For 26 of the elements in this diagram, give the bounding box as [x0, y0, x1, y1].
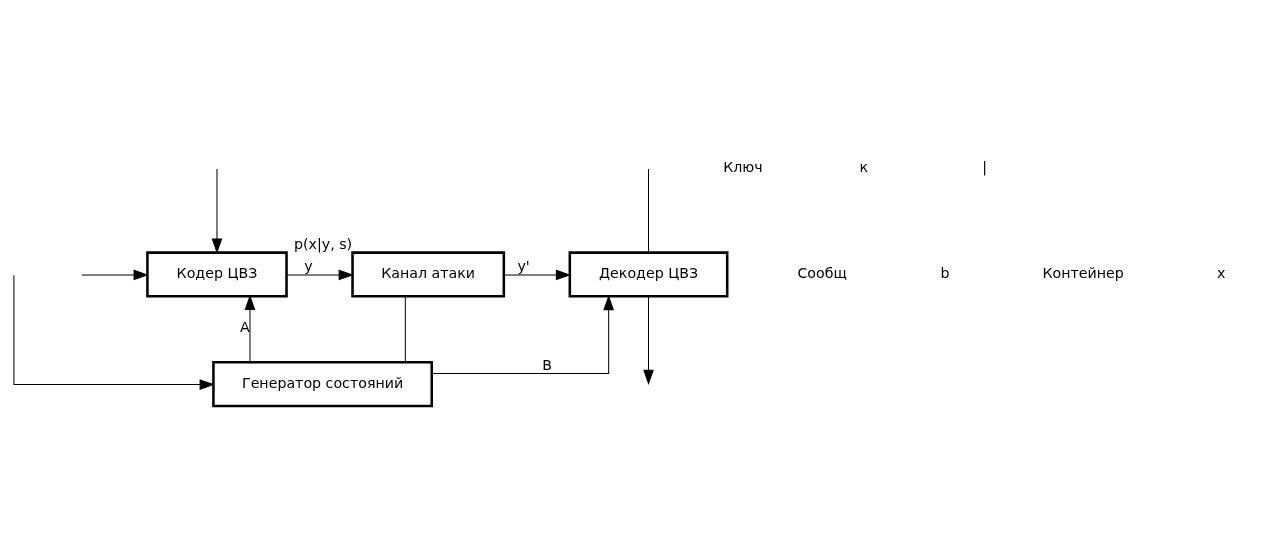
edge-label: A	[240, 319, 250, 335]
node-box: Декодер ЦВЗ	[568, 251, 729, 298]
label: Сообщ	[797, 265, 847, 282]
label: x	[1216, 265, 1226, 282]
edge-label: y	[304, 258, 313, 275]
node-box: Кодер ЦВЗ	[146, 251, 288, 298]
arrow	[286, 269, 354, 281]
label: Ключ	[723, 159, 763, 176]
arrow	[643, 295, 654, 386]
arrow	[211, 168, 223, 254]
node-label: p(x|y, s)	[294, 235, 353, 252]
label: Контейнер	[1042, 265, 1124, 282]
arrow	[244, 294, 256, 363]
node-box: Генератор состояний	[212, 361, 433, 408]
label: b	[940, 265, 950, 282]
label: к	[859, 159, 869, 176]
arrow	[81, 269, 149, 281]
connector	[648, 168, 650, 253]
connector	[404, 295, 406, 363]
edge-label: B	[542, 356, 553, 373]
node-box: Канал атаки	[351, 251, 506, 298]
arrow	[431, 294, 614, 374]
label: |	[982, 159, 988, 176]
arrow	[503, 269, 572, 281]
arrow	[13, 274, 215, 390]
edge-label: y'	[517, 258, 530, 275]
